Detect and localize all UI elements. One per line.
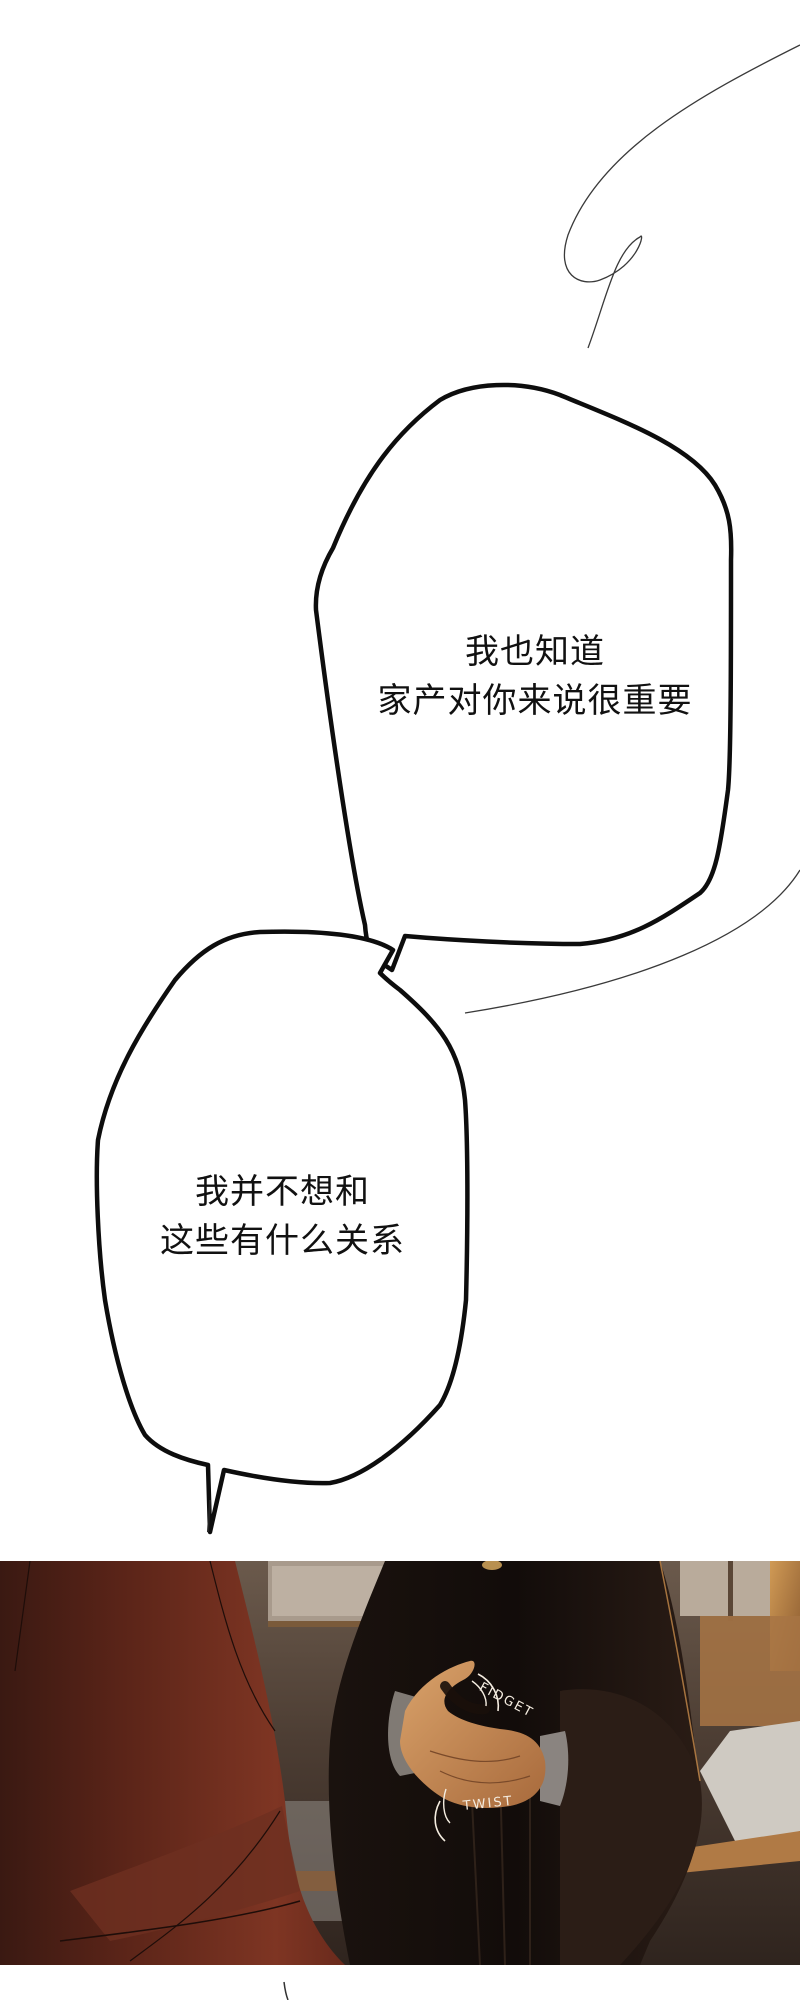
panel-artwork xyxy=(0,1561,800,1965)
comic-panel-illustration: FIDGET TWIST xyxy=(0,1561,800,1965)
decorative-sweep-line xyxy=(464,869,800,1014)
right-sleeve-cuff xyxy=(540,1731,569,1806)
clasped-hands xyxy=(400,1660,546,1808)
speech-bubble-2-outline xyxy=(94,929,470,1535)
speech-bubble-1-text: 我也知道 家产对你来说很重要 xyxy=(350,628,720,726)
decorative-swirl-line xyxy=(563,44,800,349)
speech-bubble-2-text: 我并不想和 这些有什么关系 xyxy=(135,1168,430,1266)
bubble-1-line-1: 我也知道 xyxy=(465,632,605,672)
bottom-stroke xyxy=(283,1981,289,2000)
bubble-2-line-1: 我并不想和 xyxy=(195,1172,370,1212)
speech-bubble-1-outline xyxy=(313,382,734,973)
sunlit-floor-patch xyxy=(700,1721,800,1851)
robe-ornament xyxy=(482,1561,502,1570)
bubble-1-line-2: 家产对你来说很重要 xyxy=(377,681,693,721)
bubble-2-line-2: 这些有什么关系 xyxy=(160,1221,405,1261)
panel-edge-stroke xyxy=(207,1499,211,1533)
